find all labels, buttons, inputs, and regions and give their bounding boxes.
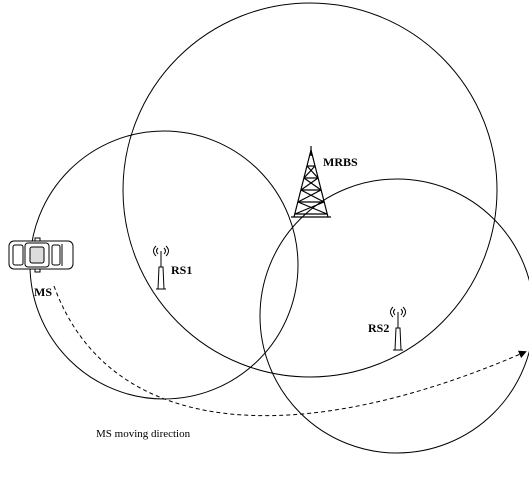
ms-label: MS <box>34 285 52 299</box>
tower-icon <box>291 146 331 218</box>
rs1-label: RS1 <box>171 263 192 277</box>
relay-antenna-icon <box>390 306 406 351</box>
relay-antenna-icon <box>153 245 169 290</box>
rs2-coverage-circle <box>259 178 529 454</box>
ms-moving-direction-label: MS moving direction <box>96 428 191 440</box>
rs2-label: RS2 <box>368 321 389 335</box>
car-icon <box>8 237 74 273</box>
ms-moving-direction-arrow <box>53 285 527 417</box>
mrbs-coverage-circle <box>122 2 498 378</box>
mrbs-label: MRBS <box>323 155 358 169</box>
